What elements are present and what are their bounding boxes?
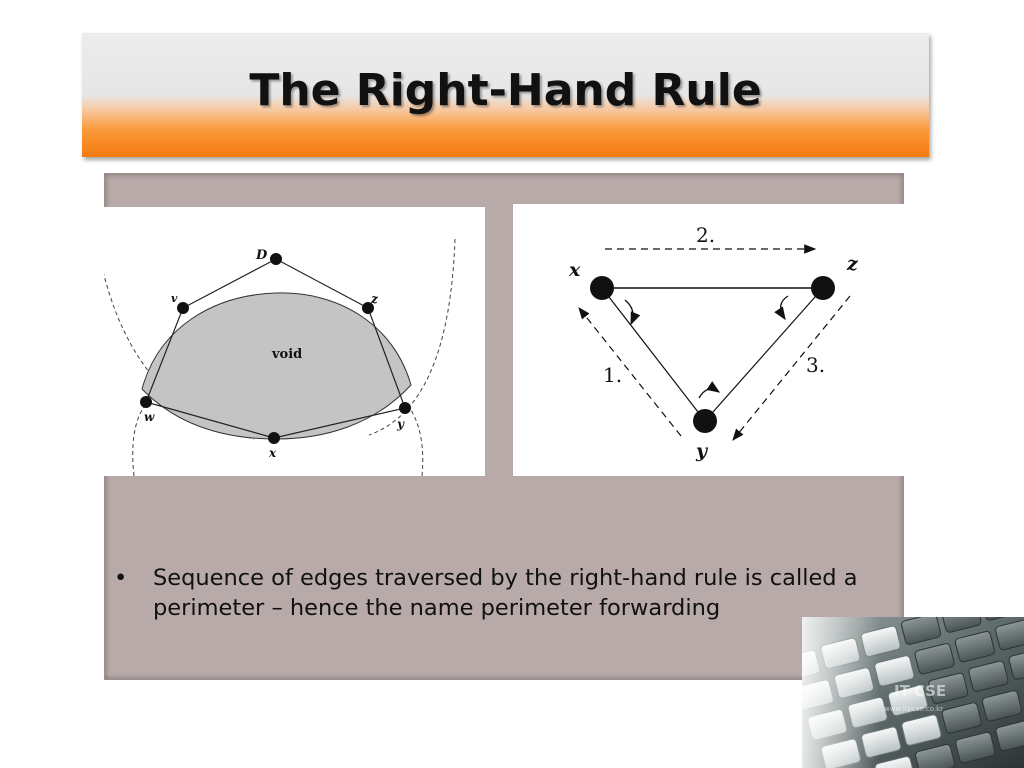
node-w-label: w: [144, 410, 155, 424]
step-3-label: 3.: [806, 353, 825, 377]
rotation-arc-z: [774, 295, 789, 321]
bullet-item: • Sequence of edges traversed by the rig…: [114, 563, 860, 623]
title-bar: The Right-Hand Rule: [82, 33, 929, 157]
node-y-label: y: [396, 417, 405, 431]
void-region: [141, 292, 412, 440]
node-x-label: x: [268, 446, 277, 460]
range-circle-right: [368, 238, 456, 436]
rotation-arc-y: [698, 381, 721, 399]
edge-z-y: [704, 287, 824, 422]
triangle-traversal-figure: x z y 2. 1. 3.: [513, 204, 904, 476]
node-d-label: D: [255, 248, 268, 263]
slide-title: The Right-Hand Rule: [249, 65, 762, 116]
node-y: [399, 402, 411, 414]
traversal-arrow-3: [732, 295, 851, 441]
node-d: [270, 253, 282, 265]
step-2-label: 2.: [696, 223, 715, 247]
bullet-dot-icon: •: [114, 565, 128, 591]
node-y-label: y: [695, 440, 709, 462]
keyboard-photo: IT-CSE www.itpcse.co.kr: [802, 617, 1024, 768]
void-label: void: [271, 347, 302, 362]
node-v-label: v: [171, 292, 178, 305]
node-z-label: z: [846, 253, 859, 275]
void-perimeter-diagram: void D v z w y x: [95, 236, 456, 477]
watermark-main: IT-CSE: [894, 682, 946, 700]
node-z: [811, 276, 835, 300]
watermark-sub: www.itpcse.co.kr: [884, 705, 943, 713]
node-x: [590, 276, 614, 300]
range-circle-lower-right: [408, 406, 424, 477]
node-y: [693, 409, 717, 433]
node-z: [362, 302, 374, 314]
void-perimeter-figure: void D v z w y x: [95, 207, 485, 477]
node-x: [268, 432, 280, 444]
rotation-arc-x: [624, 299, 641, 326]
keyboard-image: IT-CSE www.itpcse.co.kr: [802, 617, 1024, 768]
bullet-text: Sequence of edges traversed by the right…: [153, 565, 858, 621]
triangle-traversal-diagram: x z y 2. 1. 3.: [568, 223, 859, 462]
node-w: [140, 396, 152, 408]
edge-x-y: [601, 287, 706, 422]
node-x-label: x: [568, 259, 581, 281]
traversal-arrow-1: [578, 307, 682, 437]
range-circle-lower-left: [132, 406, 145, 477]
step-1-label: 1.: [603, 363, 622, 387]
node-v: [177, 302, 189, 314]
node-z-label: z: [370, 292, 379, 306]
